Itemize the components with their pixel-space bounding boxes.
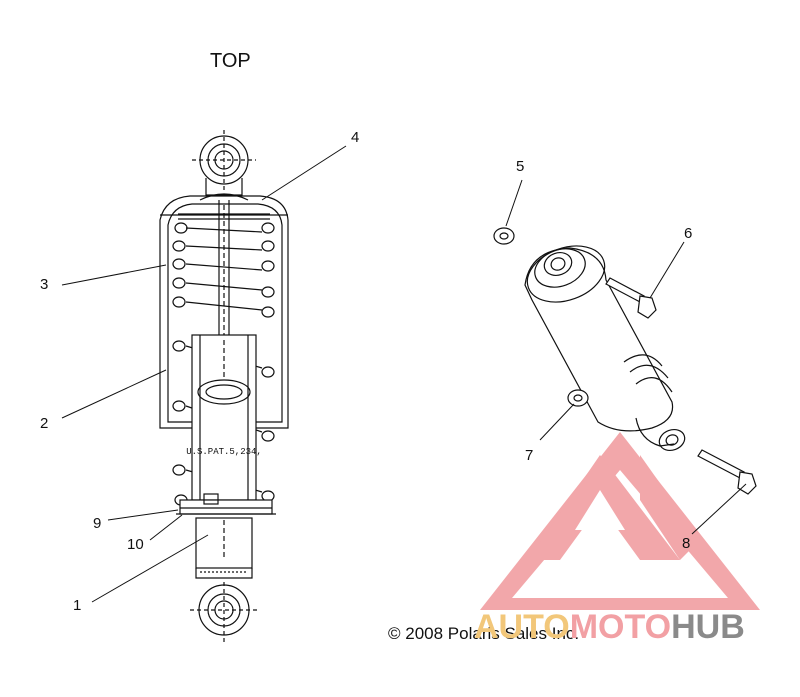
callout-7: 7	[525, 447, 534, 464]
callout-4: 4	[351, 129, 360, 146]
watermark-hub: HUB	[671, 608, 745, 646]
watermark-moto: MOTO	[569, 608, 672, 646]
callout-9: 9	[93, 515, 102, 532]
nut-upper	[493, 227, 515, 245]
watermark-text: AUTOMOTOHUB	[474, 608, 745, 647]
bolt-upper	[605, 277, 657, 319]
view-label-top: TOP	[210, 50, 251, 72]
bolt-lower	[697, 449, 757, 495]
watermark-logo	[480, 432, 760, 610]
callout-5: 5	[516, 158, 525, 175]
callout-3: 3	[40, 276, 49, 293]
shock-front-view	[159, 130, 289, 642]
callout-1: 1	[73, 597, 82, 614]
shock-isometric-view	[524, 245, 686, 451]
callout-10: 10	[127, 536, 144, 553]
callout-2: 2	[40, 415, 49, 432]
callout-8: 8	[682, 535, 691, 552]
watermark-auto: AUTO	[474, 608, 570, 646]
copyright-text: © 2008 Polaris Sales Inc.	[388, 624, 580, 643]
stamp-text: U.S.PAT.5,234,	[186, 447, 262, 457]
callout-6: 6	[684, 225, 693, 242]
nut-lower	[567, 389, 589, 407]
leader-lines	[61, 145, 747, 603]
